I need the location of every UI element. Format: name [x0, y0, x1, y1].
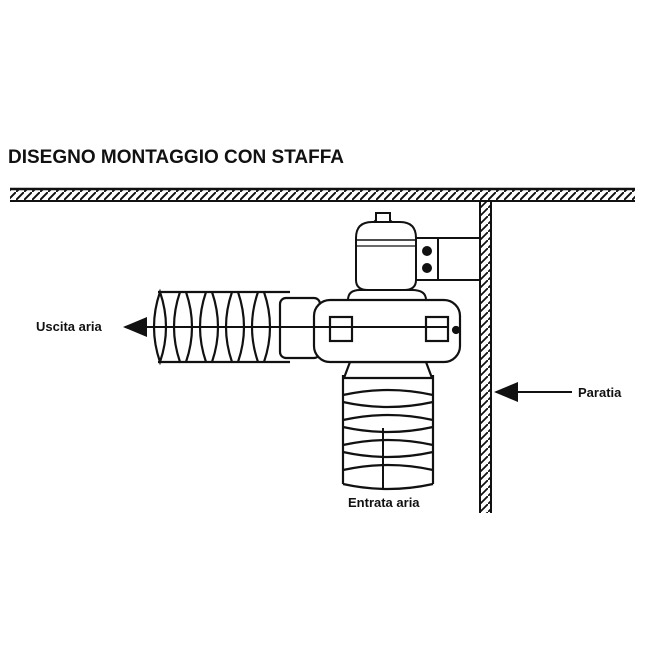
- air-outlet-label: Uscita aria: [36, 319, 103, 334]
- motor-head: [347, 212, 427, 307]
- bulkhead-wall: [479, 201, 492, 513]
- air-inlet-label: Entrata aria: [348, 495, 420, 510]
- leader-lines: [123, 317, 572, 488]
- inlet-duct: [341, 360, 435, 491]
- mounting-bracket: [415, 237, 481, 281]
- diagram-title: DISEGNO MONTAGGIO CON STAFFA: [8, 147, 344, 168]
- blower-housing: [312, 298, 462, 364]
- bulkhead-label: Paratia: [578, 385, 622, 400]
- ceiling: [10, 187, 635, 202]
